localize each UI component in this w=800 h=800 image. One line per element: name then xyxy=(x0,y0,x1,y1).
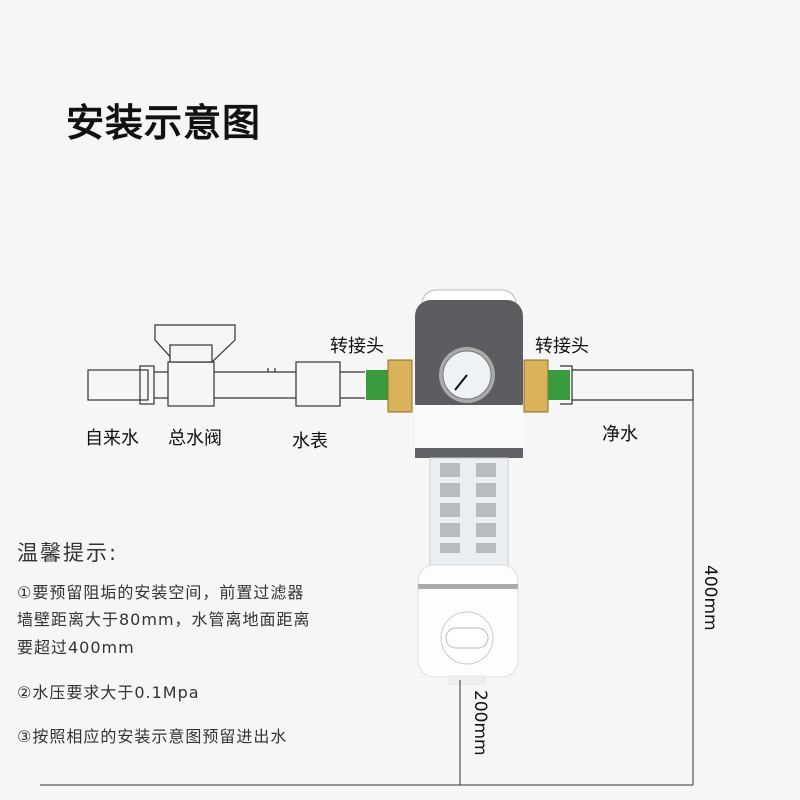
label-main-valve: 总水阀 xyxy=(168,428,222,449)
water-meter-shape xyxy=(295,361,365,407)
label-tap-water: 自来水 xyxy=(85,428,139,449)
filter-body xyxy=(415,289,523,685)
label-adapter-right: 转接头 xyxy=(535,336,589,357)
left-brass-nut xyxy=(387,359,413,413)
left-green-connector xyxy=(366,370,390,400)
page-title: 安装示意图 xyxy=(66,101,262,145)
right-green-connector xyxy=(548,370,570,400)
tip-line: 墙壁距离大于80mm，水管离地面距离 xyxy=(17,610,311,629)
dimension-lines xyxy=(40,400,694,786)
tip-line: ②水压要求大于0.1Mpa xyxy=(17,683,200,702)
main-valve-shape xyxy=(154,324,236,407)
dimension-200mm: 200mm xyxy=(470,690,490,756)
right-brass-nut xyxy=(523,359,549,413)
dimension-400mm: 400mm xyxy=(700,565,720,631)
tip-line: 要超过400mm xyxy=(17,638,135,657)
label-adapter-left: 转接头 xyxy=(330,336,384,357)
tips-title: 温馨提示: xyxy=(17,541,119,565)
label-water-meter: 水表 xyxy=(292,431,328,452)
tip-line: ①要预留阻垢的安装空间，前置过滤器 xyxy=(17,583,305,602)
outlet-pipe xyxy=(560,365,694,405)
tip-line: ③按照相应的安装示意图预留进出水 xyxy=(17,727,288,746)
label-clean-water: 净水 xyxy=(602,424,638,445)
